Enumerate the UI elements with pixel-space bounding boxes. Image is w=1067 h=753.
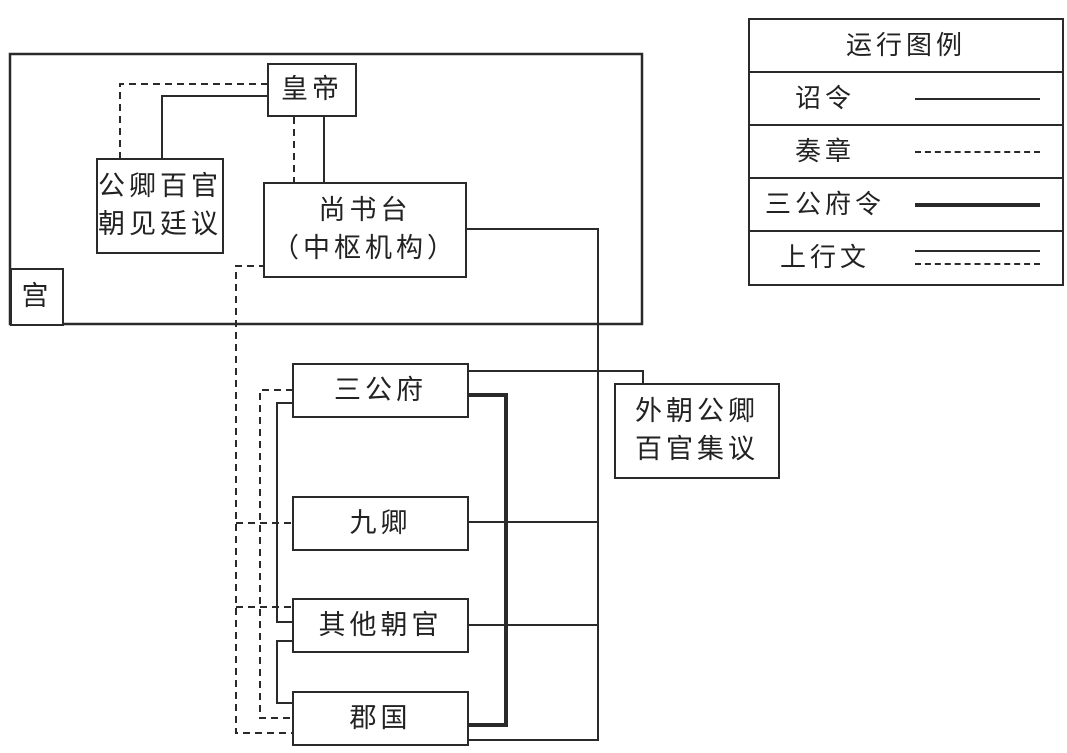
node-shangshutai: 尚书台 （中枢机构） [263,182,467,278]
node-other-officials-label: 其他朝官 [318,609,443,641]
legend-dashed-line [915,151,1040,153]
memorial-line-officials-to-emperor [119,83,268,158]
legend-item-label: 奏章 [794,137,855,167]
legend-item-memorial: 奏章 [750,126,1062,179]
legend-item-upward-doc: 上行文 [750,232,1062,284]
legend-item-sangong-order: 三公府令 [750,179,1062,232]
node-commanderies-label: 郡国 [349,702,412,734]
node-jiuqing-label: 九卿 [349,507,412,539]
palace-frame [8,52,644,326]
legend-dashed-line [915,263,1040,265]
sangong-solid-bus [276,402,293,623]
palace-label: 宫 [10,268,64,326]
memorial-bus-outer-left [235,265,293,734]
node-emperor: 皇帝 [267,63,357,117]
node-court-officials: 公卿百官 朝见廷议 [96,158,224,254]
node-court-officials-line1: 公卿百官 [98,171,222,202]
palace-label-text: 宫 [21,281,53,312]
node-outer-court-line1: 外朝公卿 [635,396,759,427]
upward-doc-other-to-commandery [276,640,293,704]
legend: 运行图例 诏令 奏章 三公府令 上行文 [748,18,1064,286]
node-sangong: 三公府 [292,363,469,418]
legend-solid-line [915,98,1040,100]
edict-bus-right [465,228,599,741]
line-sangong-to-outer-court [468,370,644,385]
legend-thick-line [915,203,1040,207]
node-outer-court-line2: 百官集议 [635,434,759,465]
legend-item-edict: 诏令 [750,73,1062,126]
node-outer-court: 外朝公卿 百官集议 [614,383,780,479]
legend-solid-line [915,250,1040,252]
node-jiuqing: 九卿 [292,496,469,551]
legend-item-label: 上行文 [779,243,870,273]
sangong-order-bus [468,393,508,727]
node-shangshutai-line1: 尚书台 [318,195,412,226]
node-court-officials-line2: 朝见廷议 [98,209,222,240]
node-emperor-label: 皇帝 [281,74,343,105]
node-sangong-label: 三公府 [334,374,427,406]
legend-item-label: 三公府令 [764,190,885,220]
edict-line-emperor-to-officials [161,95,268,158]
node-other-officials: 其他朝官 [292,598,469,653]
legend-title: 运行图例 [750,20,1062,73]
node-shangshutai-line2: （中枢机构） [272,233,458,264]
memorial-bus-inner-left [259,389,293,719]
node-commanderies: 郡国 [292,691,469,746]
legend-item-label: 诏令 [794,84,855,114]
